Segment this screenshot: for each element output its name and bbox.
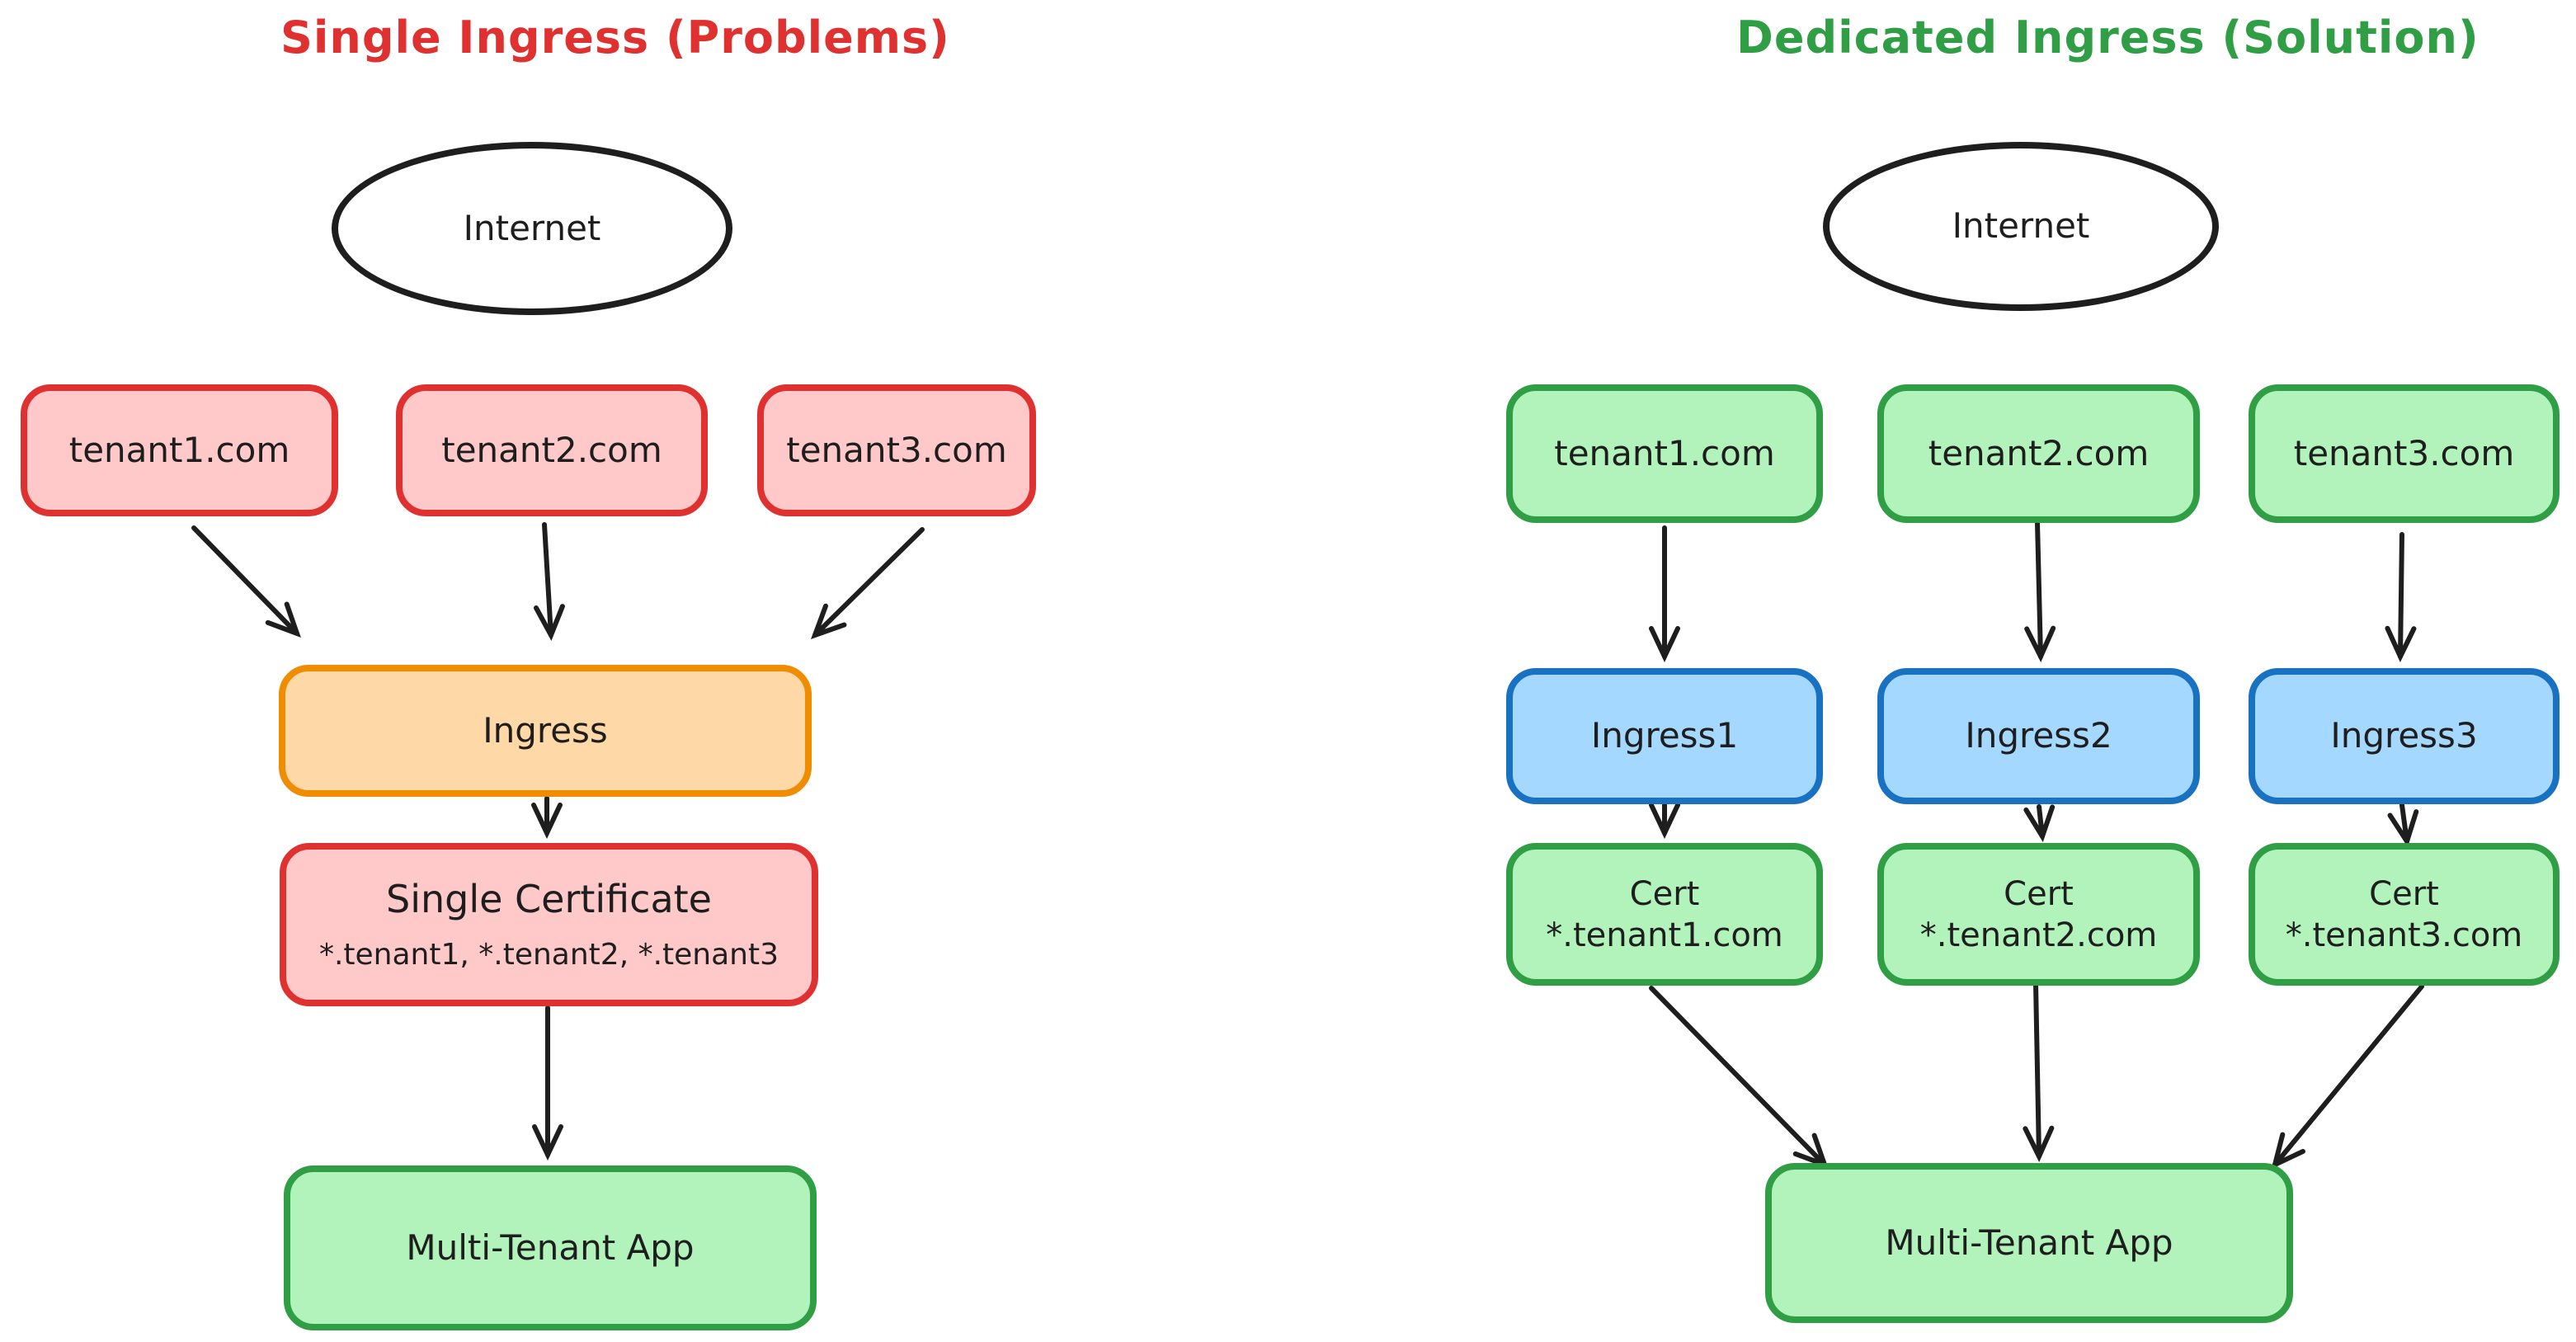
left-tenant2-label: tenant2.com	[441, 429, 662, 470]
right-tenant3-box: tenant3.com	[2249, 384, 2560, 523]
left-ingress-label: Ingress	[483, 709, 608, 751]
right-panel-title: Dedicated Ingress (Solution)	[1736, 12, 2479, 64]
left-tenant1-label: tenant1.com	[68, 429, 290, 470]
arrow-right-ingress3-to-cert3	[2387, 803, 2419, 847]
left-single-certificate-box: Single Certificate *.tenant1, *.tenant2,…	[280, 843, 818, 1006]
right-ingress2-label: Ingress2	[1965, 715, 2112, 756]
left-tenant2-box: tenant2.com	[396, 384, 708, 516]
arrow-right-tenant3-to-ingress3	[2385, 532, 2417, 663]
right-ingress3-box: Ingress3	[2249, 668, 2560, 804]
right-internet-ellipse: Internet	[1823, 142, 2219, 311]
right-tenant2-label: tenant2.com	[1928, 432, 2150, 473]
right-cert1-box: Cert *.tenant1.com	[1506, 843, 1823, 986]
left-internet-ellipse: Internet	[332, 142, 732, 315]
right-cert3-box: Cert *.tenant3.com	[2249, 843, 2560, 986]
left-ingress-box: Ingress	[279, 665, 812, 797]
arrow-right-cert1-to-app	[1649, 986, 1829, 1170]
right-multi-tenant-app-box: Multi-Tenant App	[1765, 1163, 2293, 1323]
left-app-label: Multi-Tenant App	[406, 1227, 695, 1268]
right-ingress1-box: Ingress1	[1506, 668, 1823, 804]
right-tenant1-box: tenant1.com	[1506, 384, 1823, 523]
right-cert2-title: Cert	[2004, 874, 2074, 913]
right-internet-label: Internet	[1952, 205, 2090, 247]
right-cert1-title: Cert	[1629, 874, 1700, 913]
right-ingress2-box: Ingress2	[1877, 668, 2200, 804]
right-cert3-subtitle: *.tenant3.com	[2285, 916, 2523, 954]
left-tenant1-box: tenant1.com	[21, 384, 338, 516]
right-ingress3-label: Ingress3	[2330, 715, 2478, 756]
arrow-right-ingress2-to-cert2	[2023, 804, 2056, 843]
right-cert2-subtitle: *.tenant2.com	[1919, 916, 2158, 954]
left-certificate-title: Single Certificate	[386, 876, 712, 921]
arrow-right-cert3-to-app	[2271, 984, 2424, 1170]
right-cert1-subtitle: *.tenant1.com	[1546, 916, 1783, 954]
left-multi-tenant-app-box: Multi-Tenant App	[284, 1165, 817, 1330]
arrow-left-tenant1-to-ingress	[191, 525, 301, 638]
arrow-right-cert2-to-app	[2023, 981, 2055, 1163]
right-tenant1-label: tenant1.com	[1554, 432, 1775, 473]
arrow-right-tenant2-to-ingress2	[2024, 520, 2056, 663]
right-ingress1-label: Ingress1	[1590, 715, 1739, 756]
left-tenant3-label: tenant3.com	[786, 429, 1007, 470]
left-certificate-subtitle: *.tenant1, *.tenant2, *.tenant3	[318, 938, 779, 972]
left-tenant3-box: tenant3.com	[757, 384, 1036, 516]
left-panel-title: Single Ingress (Problems)	[280, 12, 950, 64]
right-tenant3-label: tenant3.com	[2293, 432, 2515, 473]
right-app-label: Multi-Tenant App	[1885, 1222, 2173, 1263]
right-cert3-title: Cert	[2369, 874, 2439, 913]
arrow-left-tenant3-to-ingress	[810, 527, 925, 639]
right-tenant2-box: tenant2.com	[1877, 384, 2200, 523]
left-internet-label: Internet	[463, 207, 601, 248]
right-cert2-box: Cert *.tenant2.com	[1877, 843, 2200, 986]
arrow-left-tenant2-to-ingress	[534, 522, 565, 642]
